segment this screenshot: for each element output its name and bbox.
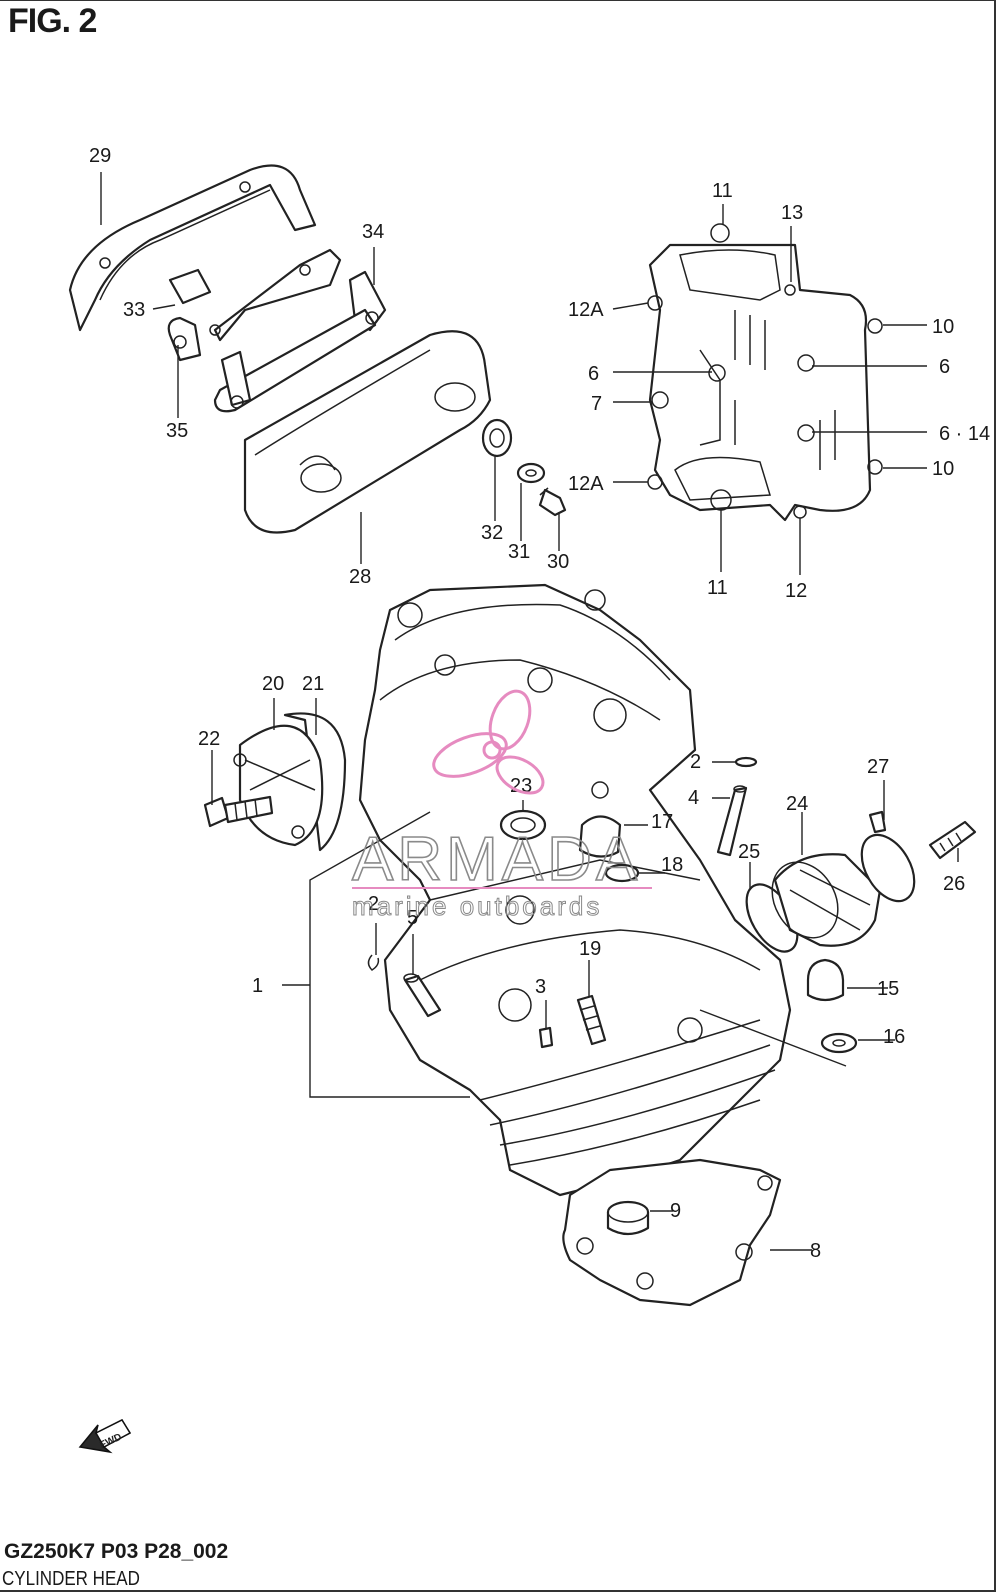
- head-cover-assembly: [647, 223, 883, 522]
- part-15-cap-nut: [806, 958, 845, 1002]
- callout-22: 22: [198, 728, 220, 750]
- model-code: GZ250K7 P03 P28_002: [4, 1540, 229, 1563]
- callout-11-top: 11: [712, 180, 733, 202]
- callout-26: 26: [943, 873, 965, 895]
- callout-6-14: 6 · 14: [939, 423, 990, 445]
- callout-12: 12: [785, 580, 807, 602]
- callout-9: 9: [670, 1200, 681, 1222]
- part-19-spark-plug: [576, 994, 607, 1046]
- section-name: CYLINDER HEAD: [2, 1568, 140, 1590]
- callout-16: 16: [883, 1026, 905, 1048]
- part-2-clip-upper: [734, 756, 758, 768]
- callout-31: 31: [508, 541, 530, 563]
- callout-35: 35: [166, 420, 188, 442]
- part-17-cap: [578, 815, 622, 858]
- callout-1: 1: [252, 975, 263, 997]
- part-16-washer: [820, 1032, 858, 1054]
- part-28-side-cover: [243, 330, 492, 534]
- part-26-screw: [928, 820, 977, 860]
- callout-11-bottom: 11: [707, 577, 728, 599]
- part-32-grommet: [481, 418, 513, 458]
- callout-10-bottom: 10: [932, 458, 954, 480]
- callout-17: 17: [651, 811, 673, 833]
- callout-2-upper: 2: [690, 751, 701, 773]
- fwd-direction-arrow: FWD: [78, 1419, 132, 1454]
- callout-21: 21: [302, 673, 324, 695]
- callout-8: 8: [810, 1240, 821, 1262]
- watermark-brand: ARMADA: [352, 825, 641, 894]
- callout-12A-bottom: 12A: [568, 473, 604, 495]
- watermark-logo-icon: [432, 689, 545, 795]
- part-9-dowel-pin: [606, 1200, 650, 1236]
- callout-24: 24: [786, 793, 808, 815]
- part-20-cap: [233, 724, 324, 847]
- part-24-intake-pipe: [771, 853, 882, 947]
- callout-30: 30: [547, 551, 569, 573]
- part-22-bolt: [203, 795, 274, 828]
- callout-7: 7: [591, 393, 602, 415]
- callout-25: 25: [738, 841, 760, 863]
- part-31-washer: [516, 462, 546, 484]
- part-34-bracket: [167, 248, 387, 413]
- watermark: ARMADA marine outboards: [351, 689, 652, 922]
- figure-title: FIG. 2: [8, 2, 97, 40]
- callout-32: 32: [481, 522, 503, 544]
- part-30-bolt: [538, 487, 567, 517]
- callout-33: 33: [123, 299, 145, 321]
- part-29-cover: [68, 164, 317, 332]
- part-8-cylinder-head-gasket: [562, 1158, 782, 1307]
- part-27-clamp: [860, 810, 916, 903]
- callout-19: 19: [579, 938, 601, 960]
- part-33-damper: [168, 268, 212, 305]
- callout-34: 34: [362, 221, 384, 243]
- callout-6-left: 6: [588, 363, 599, 385]
- callout-20: 20: [262, 673, 284, 695]
- callout-28: 28: [349, 566, 371, 588]
- callout-29: 29: [89, 145, 111, 167]
- callout-10-top: 10: [932, 316, 954, 338]
- callout-2-lower: 2: [368, 893, 379, 915]
- part-4-valve-guide: [716, 785, 748, 857]
- part-5-valve-guide: [403, 973, 442, 1018]
- callout-13: 13: [781, 202, 803, 224]
- part-3-dowel: [538, 1026, 554, 1049]
- callout-12A-top: 12A: [568, 299, 604, 321]
- part-2-clip-lower: [367, 954, 380, 971]
- callout-labels: 29 33 34 35 28 32 31 30 11 13 12A 6 7 10…: [89, 145, 990, 1262]
- watermark-tagline: marine outboards: [352, 891, 602, 921]
- callout-15: 15: [877, 978, 899, 1000]
- callout-4: 4: [688, 787, 699, 809]
- callout-5: 5: [407, 907, 418, 929]
- callout-3: 3: [535, 976, 546, 998]
- callout-27: 27: [867, 756, 889, 778]
- callout-6-right: 6: [939, 356, 950, 378]
- leader-lines: [100, 172, 959, 1251]
- callout-18: 18: [661, 854, 683, 876]
